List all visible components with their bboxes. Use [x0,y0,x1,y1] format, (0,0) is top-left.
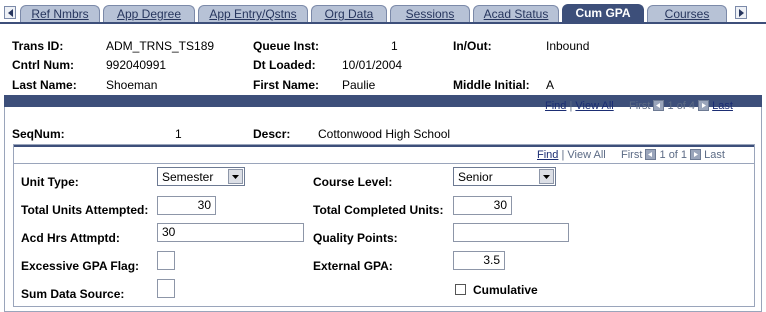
outer-prev-button[interactable] [653,100,665,111]
total-units-attempted-label: Total Units Attempted: [21,203,149,217]
external-gpa-label: External GPA: [313,259,393,273]
inner-divider [14,163,754,164]
sum-data-source-field[interactable] [157,279,175,298]
middle-initial-label: Middle Initial: [453,78,530,92]
course-level-label: Course Level: [313,175,393,189]
tab-acad-status[interactable]: Acad Status [473,5,559,22]
scroll-tabs-left-button[interactable] [4,6,16,19]
outer-next-button[interactable] [698,100,710,111]
dt-loaded-label: Dt Loaded: [253,58,316,72]
excessive-gpa-flag-label: Excessive GPA Flag: [21,259,140,273]
triangle-right-icon [739,9,744,17]
outer-scroll-header-bar [4,95,762,107]
first-name-label: First Name: [253,78,320,92]
unit-type-dropdown-button[interactable] [228,169,243,184]
tab-underline [0,22,766,24]
tab-app-degree[interactable]: App Degree [103,5,195,22]
scroll-tabs-right-button[interactable] [735,6,747,19]
excessive-gpa-flag-field[interactable] [157,251,175,270]
tab-ref-nmbrs[interactable]: Ref Nmbrs [20,5,100,22]
total-completed-units-field[interactable]: 30 [453,196,512,215]
inner-first-label: First [621,149,643,161]
outer-view-all-link[interactable]: View All [575,100,614,112]
inner-nav: Find | View All First 1 of 1 Last [537,149,725,161]
outer-last-link[interactable]: Last [712,100,733,112]
tab-bar: Ref Nmbrs App Degree App Entry/Qstns Org… [0,0,766,24]
inner-find-link[interactable]: Find [537,149,559,161]
inner-scroll-area [13,144,755,307]
triangle-left-icon [648,152,653,157]
inner-prev-button[interactable] [645,149,657,160]
inner-last-label: Last [704,149,725,161]
seqnum-label: SeqNum: [12,127,65,141]
middle-initial-value: A [546,78,555,92]
outer-nav: Find | View All First 1 of 4 Last [545,100,733,112]
outer-find-link[interactable]: Find [545,100,567,112]
course-level-select[interactable]: Senior [453,167,556,186]
cumulative-label: Cumulative [473,283,538,297]
last-name-label: Last Name: [12,78,77,92]
triangle-left-icon [656,103,661,108]
triangle-right-icon [702,103,707,108]
descr-label: Descr: [253,127,291,141]
tab-org-data[interactable]: Org Data [311,5,387,22]
course-level-selected: Senior [458,170,493,184]
outer-nav-separator: | [569,100,573,112]
first-name-value: Paulie [342,78,376,92]
last-name-value: Shoeman [106,78,158,92]
triangle-left-icon [8,9,13,17]
total-completed-units-label: Total Completed Units: [313,203,444,217]
quality-points-label: Quality Points: [313,231,398,245]
inner-view-all-text: View All [567,149,606,161]
outer-row-count: 1 of 4 [667,100,696,112]
in-out-value: Inbound [546,39,590,53]
chevron-down-icon [232,175,239,179]
in-out-label: In/Out: [453,39,492,53]
triangle-right-icon [694,152,699,157]
dt-loaded-value: 10/01/2004 [342,58,403,72]
inner-nav-separator: | [561,149,565,161]
tab-app-entry-qstns[interactable]: App Entry/Qstns [198,5,308,22]
cntrl-num-value: 992040991 [106,58,167,72]
tab-sessions[interactable]: Sessions [390,5,470,22]
external-gpa-field[interactable]: 3.5 [453,251,505,270]
inner-next-button[interactable] [690,149,702,160]
cntrl-num-label: Cntrl Num: [12,58,74,72]
tab-courses[interactable]: Courses [647,5,727,22]
acd-hrs-attmptd-label: Acd Hrs Attmptd: [21,231,120,245]
unit-type-select[interactable]: Semester [157,167,245,186]
outer-first-label: First [629,100,651,112]
total-units-attempted-field[interactable]: 30 [157,196,216,215]
unit-type-selected: Semester [162,170,214,184]
cumulative-checkbox[interactable] [455,284,466,295]
seqnum-value: 1 [175,127,182,141]
tab-cum-gpa[interactable]: Cum GPA [562,4,644,23]
trans-id-label: Trans ID: [12,39,64,53]
inner-scroll-top-bar [14,145,754,147]
chevron-down-icon [543,175,550,179]
sum-data-source-label: Sum Data Source: [21,287,125,301]
course-level-dropdown-button[interactable] [539,169,554,184]
quality-points-field[interactable] [453,223,569,242]
queue-inst-value: 1 [391,39,398,53]
trans-id-value: ADM_TRNS_TS189 [106,39,215,53]
inner-row-count: 1 of 1 [659,149,688,161]
acd-hrs-attmptd-field[interactable]: 30 [157,223,304,242]
queue-inst-label: Queue Inst: [253,39,320,53]
unit-type-label: Unit Type: [21,175,79,189]
descr-value: Cottonwood High School [318,127,451,141]
